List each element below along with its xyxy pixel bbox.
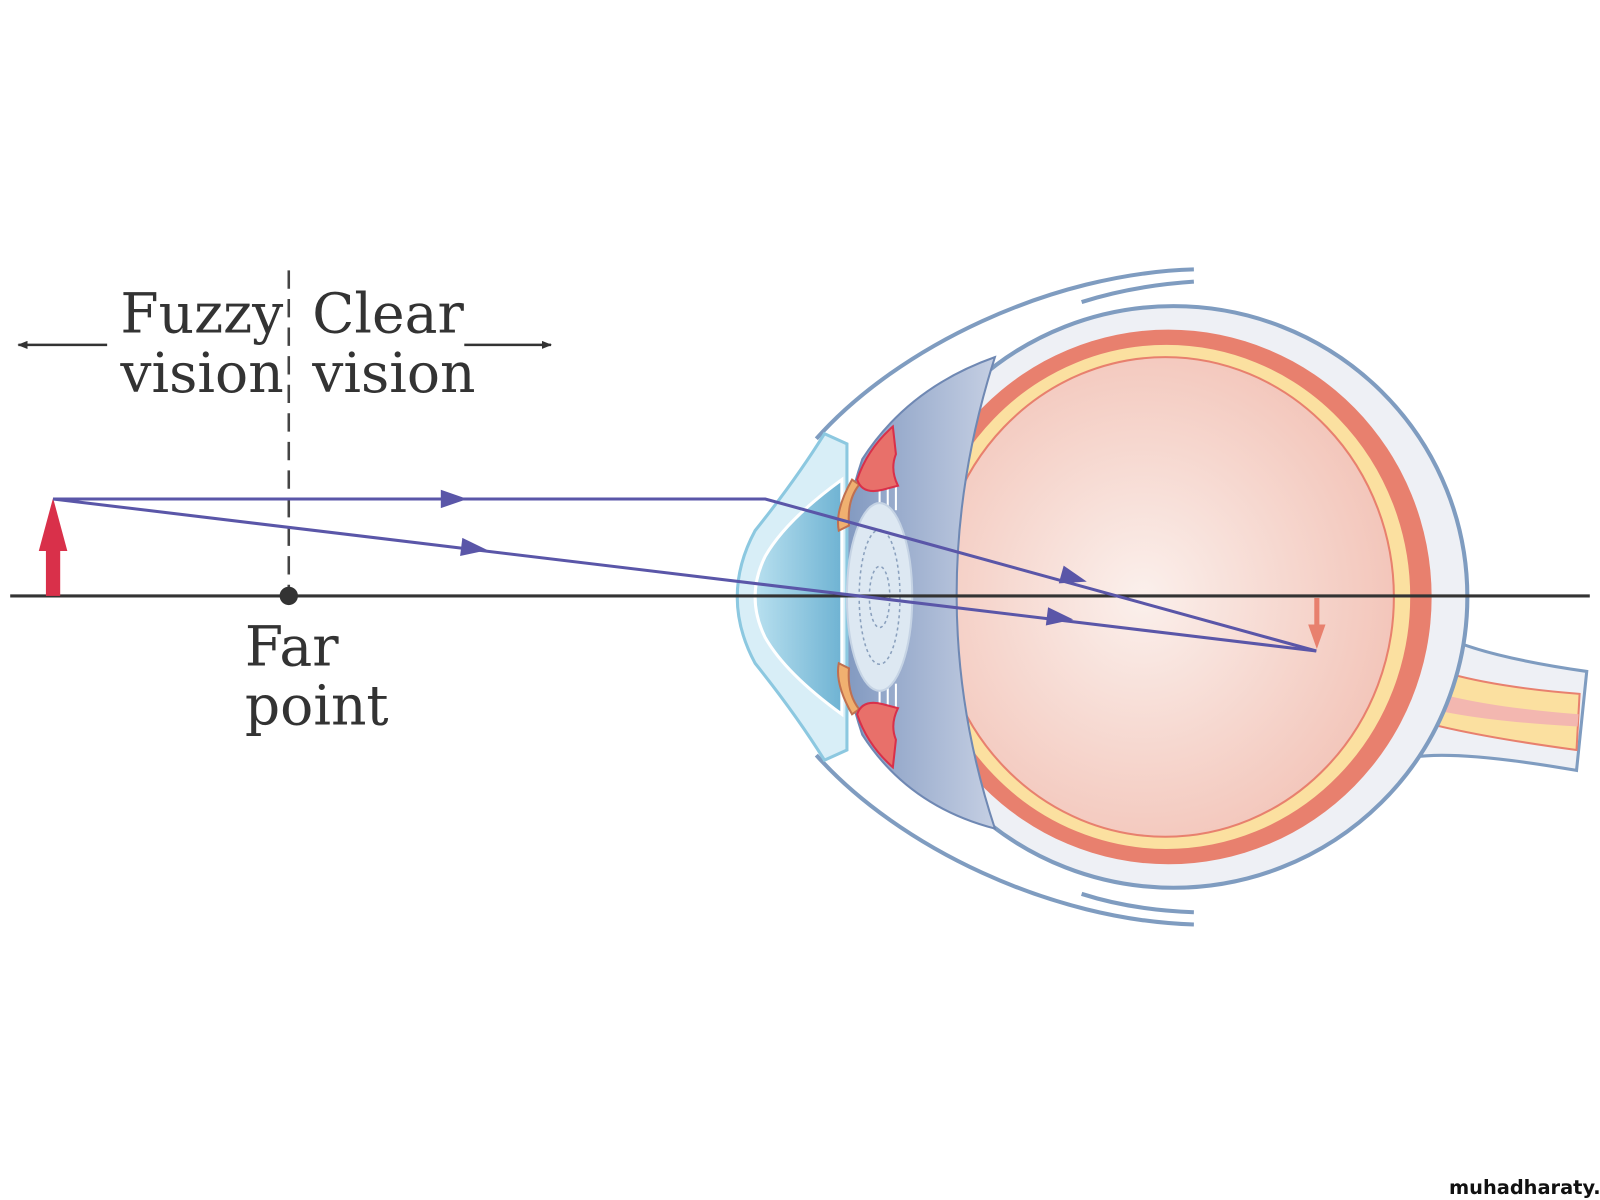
fuzzy-vision-label-line2: vision [119, 341, 283, 405]
watermark: muhadharaty.com [1449, 1176, 1600, 1199]
far-point-label-line2: point [245, 673, 389, 737]
light-rays [52, 497, 1317, 653]
ray-arrowheads [440, 489, 1087, 626]
lower-eyelid [814, 753, 1194, 927]
clear-vision-label-line1: Clear [312, 282, 464, 346]
ray-oblique [52, 497, 1317, 653]
fuzzy-vision-label-line1: Fuzzy [120, 282, 283, 346]
iris [837, 478, 861, 716]
image-arrow [1308, 597, 1326, 649]
far-point-label-line1: Far [245, 614, 339, 678]
far-point-dot [279, 586, 298, 606]
ciliary-body-lower [856, 701, 900, 770]
object-arrow [38, 497, 68, 596]
ciliary-body-upper [856, 424, 900, 493]
clear-vision-label-line2: vision [311, 341, 475, 405]
upper-eyelid [814, 267, 1195, 441]
ray-parallel [53, 497, 1317, 653]
